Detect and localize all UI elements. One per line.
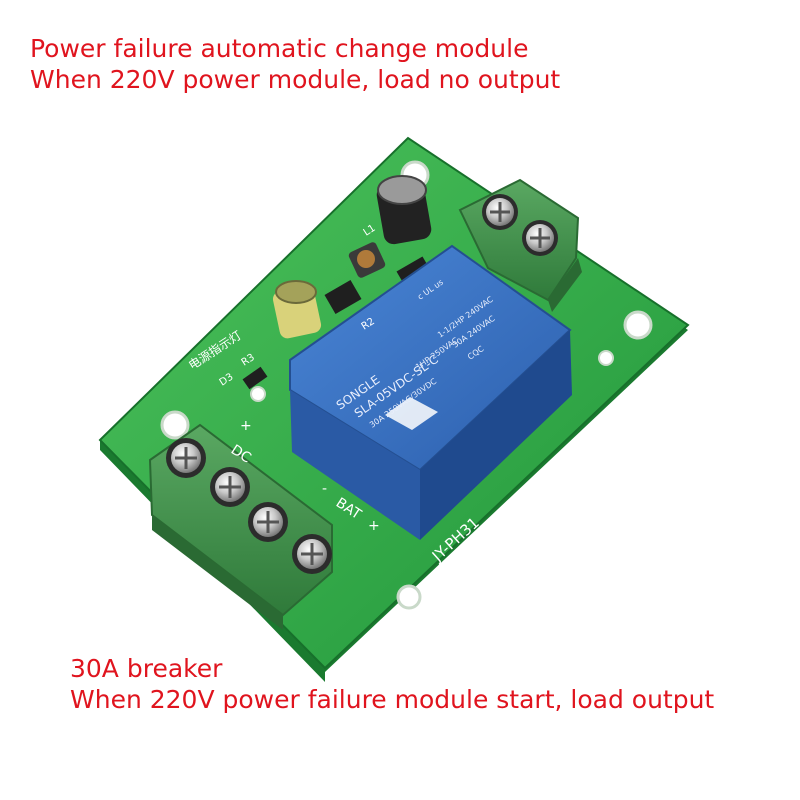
terminal-block-ac [458,178,582,312]
silk-l1: L1 [362,223,378,239]
screw-1 [166,438,206,478]
capacitor-small [272,280,322,339]
ic-chip [324,279,362,315]
caption-bottom-line-2: When 220V power failure module start, lo… [70,685,715,714]
caption-top: Power failure automatic change module Wh… [30,33,560,95]
inductor [348,242,386,278]
caption-bottom-line-1: 30A breaker [70,654,223,683]
silk-plus-dc: + [240,418,252,434]
caption-top-line-1: Power failure automatic change module [30,34,529,63]
silk-plus-bat: + [368,518,380,534]
diode [396,256,430,284]
screw-4 [292,534,332,574]
relay [289,244,572,540]
screw-3 [248,502,288,542]
capacitor-large [376,175,432,245]
silk-minus-bat: - [322,481,327,497]
screw-2 [210,467,250,507]
caption-bottom: 30A breaker When 220V power failure modu… [70,653,714,715]
caption-top-line-2: When 220V power module, load no output [30,65,561,94]
smd-led [242,366,268,390]
